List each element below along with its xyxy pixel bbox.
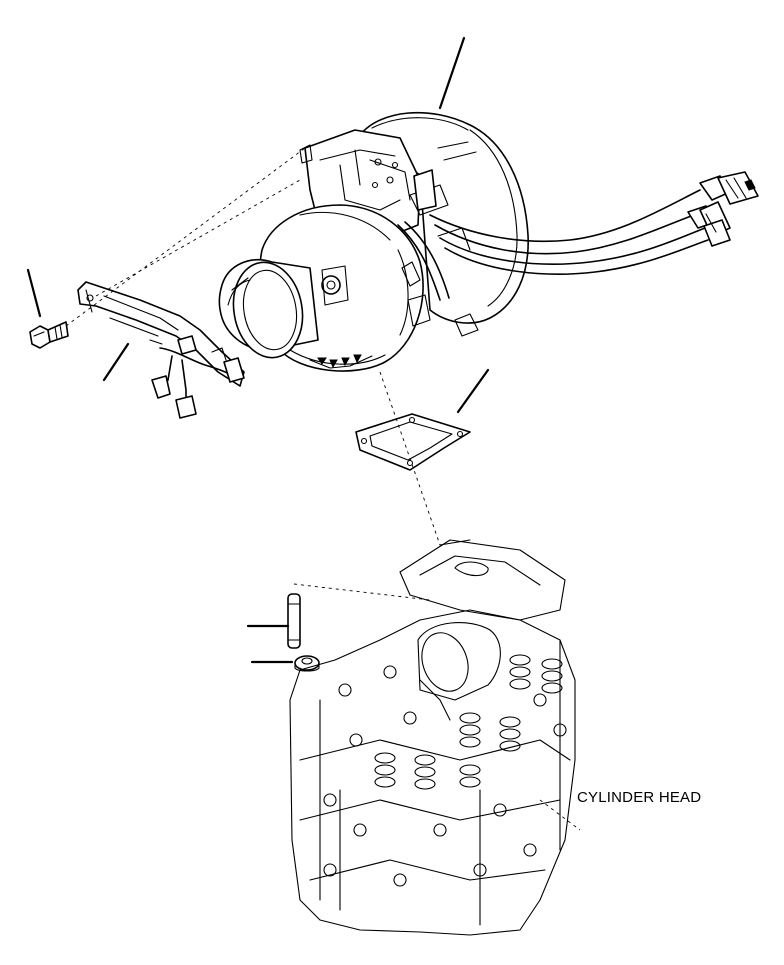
gasket: [355, 413, 471, 471]
leader-line-gasket: [456, 368, 490, 414]
stud: [287, 593, 301, 649]
alignment-lines: [65, 147, 581, 831]
cylinder-head: [289, 539, 576, 936]
wiring-harness-bracket: [77, 281, 245, 419]
leader-line-turbocharger: [438, 36, 466, 110]
sensor-connector: [699, 171, 759, 205]
nut: [294, 655, 320, 672]
turbocharger: [218, 111, 759, 372]
leader-lines: [26, 36, 490, 664]
cylinder-head-label: CYLINDER HEAD: [577, 789, 702, 806]
bolt: [29, 321, 69, 349]
leader-line-bracket: [102, 342, 130, 382]
sensor-connector: [687, 201, 731, 247]
leader-line-bolt: [26, 268, 42, 318]
